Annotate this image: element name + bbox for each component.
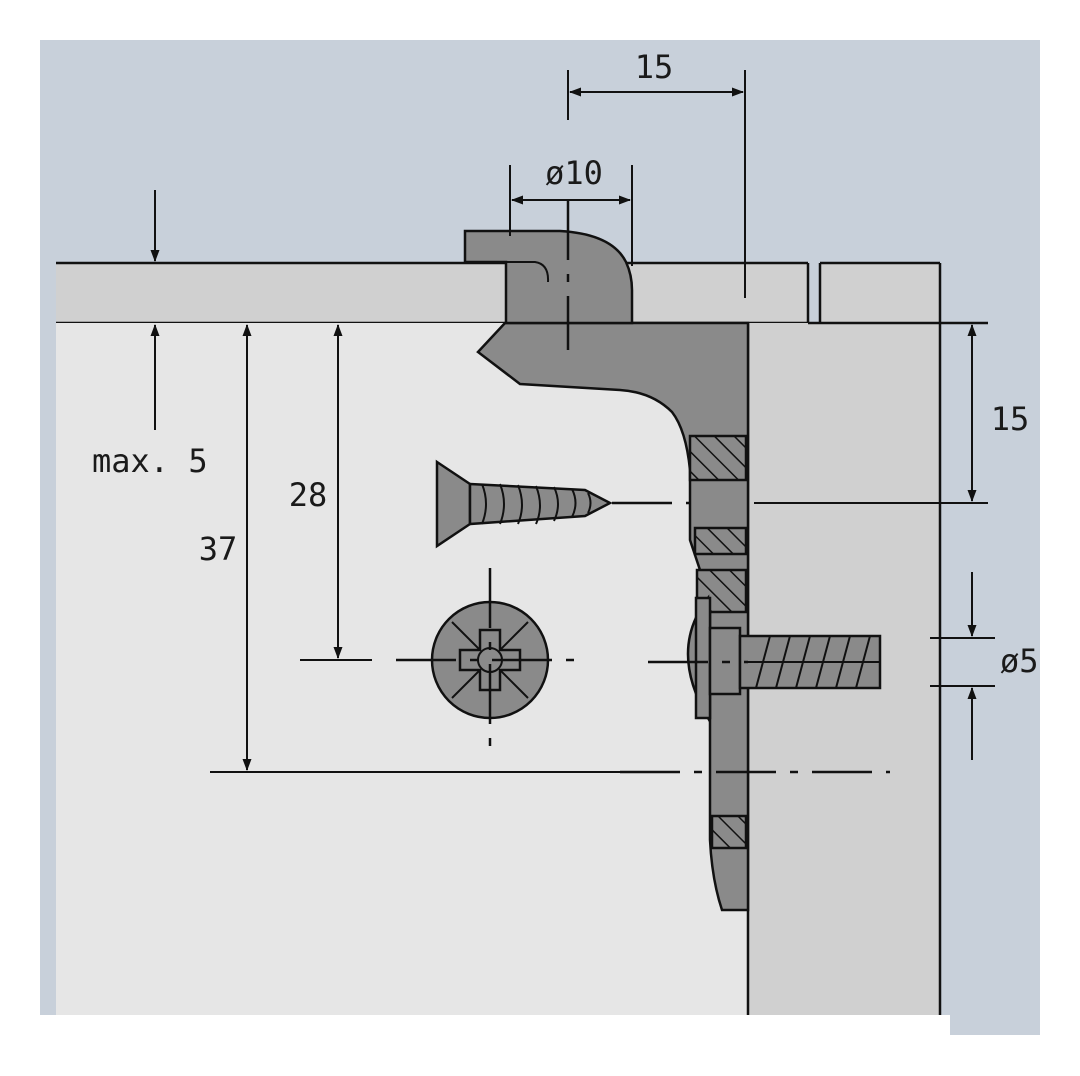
dim-screw-diameter: ø5 bbox=[1000, 642, 1039, 680]
dim-depth-37: 37 bbox=[199, 530, 238, 568]
pozidriv-head-icon bbox=[430, 600, 550, 720]
top-board bbox=[56, 263, 808, 323]
dim-right-height: 15 bbox=[991, 400, 1030, 438]
dim-depth-28: 28 bbox=[289, 476, 328, 514]
fitting-bracket bbox=[476, 321, 750, 912]
wood-screw-icon bbox=[435, 459, 613, 549]
dim-top-width: 15 bbox=[635, 48, 674, 86]
dim-pin-diameter: ø10 bbox=[545, 154, 603, 192]
dim-max-depth: max. 5 bbox=[92, 442, 208, 480]
background-frame-notch bbox=[950, 1015, 1040, 1035]
top-board-right bbox=[820, 263, 940, 323]
side-panel bbox=[56, 323, 748, 1015]
euro-screw-icon bbox=[686, 594, 882, 723]
